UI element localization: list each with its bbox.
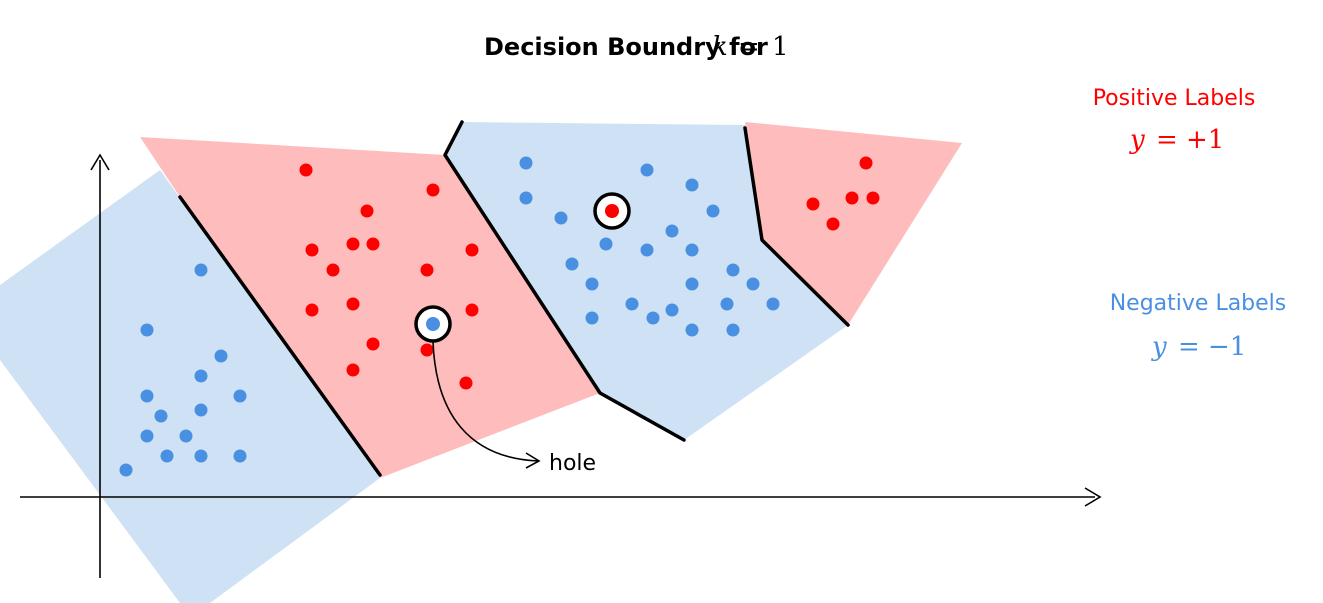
negative-point [706, 204, 720, 218]
negative-point [194, 369, 208, 383]
positive-point [299, 163, 313, 177]
negative-point [640, 163, 654, 177]
negative-point [685, 323, 699, 337]
positive-point [346, 363, 360, 377]
positive-point [426, 183, 440, 197]
positive-point [305, 243, 319, 257]
negative-point [585, 277, 599, 291]
positive-point [459, 376, 473, 390]
positive-point [420, 263, 434, 277]
negative-point [214, 349, 228, 363]
negative-point [665, 224, 679, 238]
title: Decision Boundry for k = 1 [484, 32, 789, 62]
negative-legend-var: y [1151, 332, 1167, 362]
negative-point [519, 191, 533, 205]
positive-legend-var: y [1129, 125, 1145, 155]
negative-point [565, 257, 579, 271]
negative-point [746, 277, 760, 291]
negative-point [179, 429, 193, 443]
boundary-line-1 [178, 195, 382, 477]
positive-point [326, 263, 340, 277]
negative-point [720, 297, 734, 311]
positive-point [360, 204, 374, 218]
negative-point [646, 311, 660, 325]
hole-arrowhead [525, 452, 541, 469]
positive-point [366, 337, 380, 351]
positive-point [305, 303, 319, 317]
outlier-point [605, 204, 619, 218]
negative-point [154, 409, 168, 423]
positive-point [866, 191, 880, 205]
axes [20, 153, 1102, 578]
negative-point [685, 243, 699, 257]
negative-point [519, 156, 533, 170]
negative-point [194, 263, 208, 277]
title-value: 1 [772, 32, 789, 62]
positive-point [859, 156, 873, 170]
negative-point [233, 389, 247, 403]
data-points [119, 156, 880, 477]
negative-legend-label: Negative Labels [1110, 291, 1287, 316]
title-variable: k [712, 32, 728, 62]
negative-point [625, 297, 639, 311]
hole-annotation: hole [432, 341, 596, 476]
hole-label: hole [549, 451, 596, 476]
negative-point [140, 429, 154, 443]
positive-legend-equals: = [1156, 125, 1178, 155]
negative-point [726, 263, 740, 277]
negative-point [585, 311, 599, 325]
positive-point [845, 191, 859, 205]
negative-point [233, 449, 247, 463]
positive-point [465, 303, 479, 317]
hole-arrow [432, 341, 539, 462]
negative-point [665, 303, 679, 317]
positive-legend-value: +1 [1186, 125, 1224, 155]
negative-point [685, 277, 699, 291]
negative-point [140, 323, 154, 337]
negative-point [766, 297, 780, 311]
decision-boundaries [178, 120, 850, 477]
legend: Positive Labels y = +1 Negative Labels y… [1093, 86, 1287, 362]
boundary-line-3 [743, 126, 850, 327]
positive-point [826, 217, 840, 231]
positive-region-center [140, 137, 600, 478]
positive-point [346, 237, 360, 251]
positive-point [420, 343, 434, 357]
positive-point [465, 243, 479, 257]
negative-region-left [0, 170, 380, 603]
negative-point [599, 237, 613, 251]
title-equals: = [738, 32, 760, 62]
negative-region-center [445, 122, 848, 440]
title-prefix: Decision Boundry for [484, 33, 768, 61]
hole-point [426, 317, 440, 331]
positive-point [346, 297, 360, 311]
negative-legend-equals: = [1178, 332, 1200, 362]
positive-point [366, 237, 380, 251]
negative-point [119, 463, 133, 477]
negative-point [554, 211, 568, 225]
negative-point [194, 449, 208, 463]
x-axis-arrowhead [1084, 487, 1102, 507]
negative-point [140, 389, 154, 403]
positive-point [806, 197, 820, 211]
boundary-line-2 [443, 120, 686, 442]
y-axis-arrowhead [90, 153, 110, 171]
negative-point [640, 243, 654, 257]
negative-legend-value: −1 [1208, 332, 1246, 362]
positive-region-right [745, 122, 962, 325]
negative-point [726, 323, 740, 337]
negative-point [194, 403, 208, 417]
highlighted-points [414, 192, 631, 343]
positive-legend-label: Positive Labels [1093, 86, 1256, 111]
negative-point [685, 178, 699, 192]
negative-point [160, 449, 174, 463]
